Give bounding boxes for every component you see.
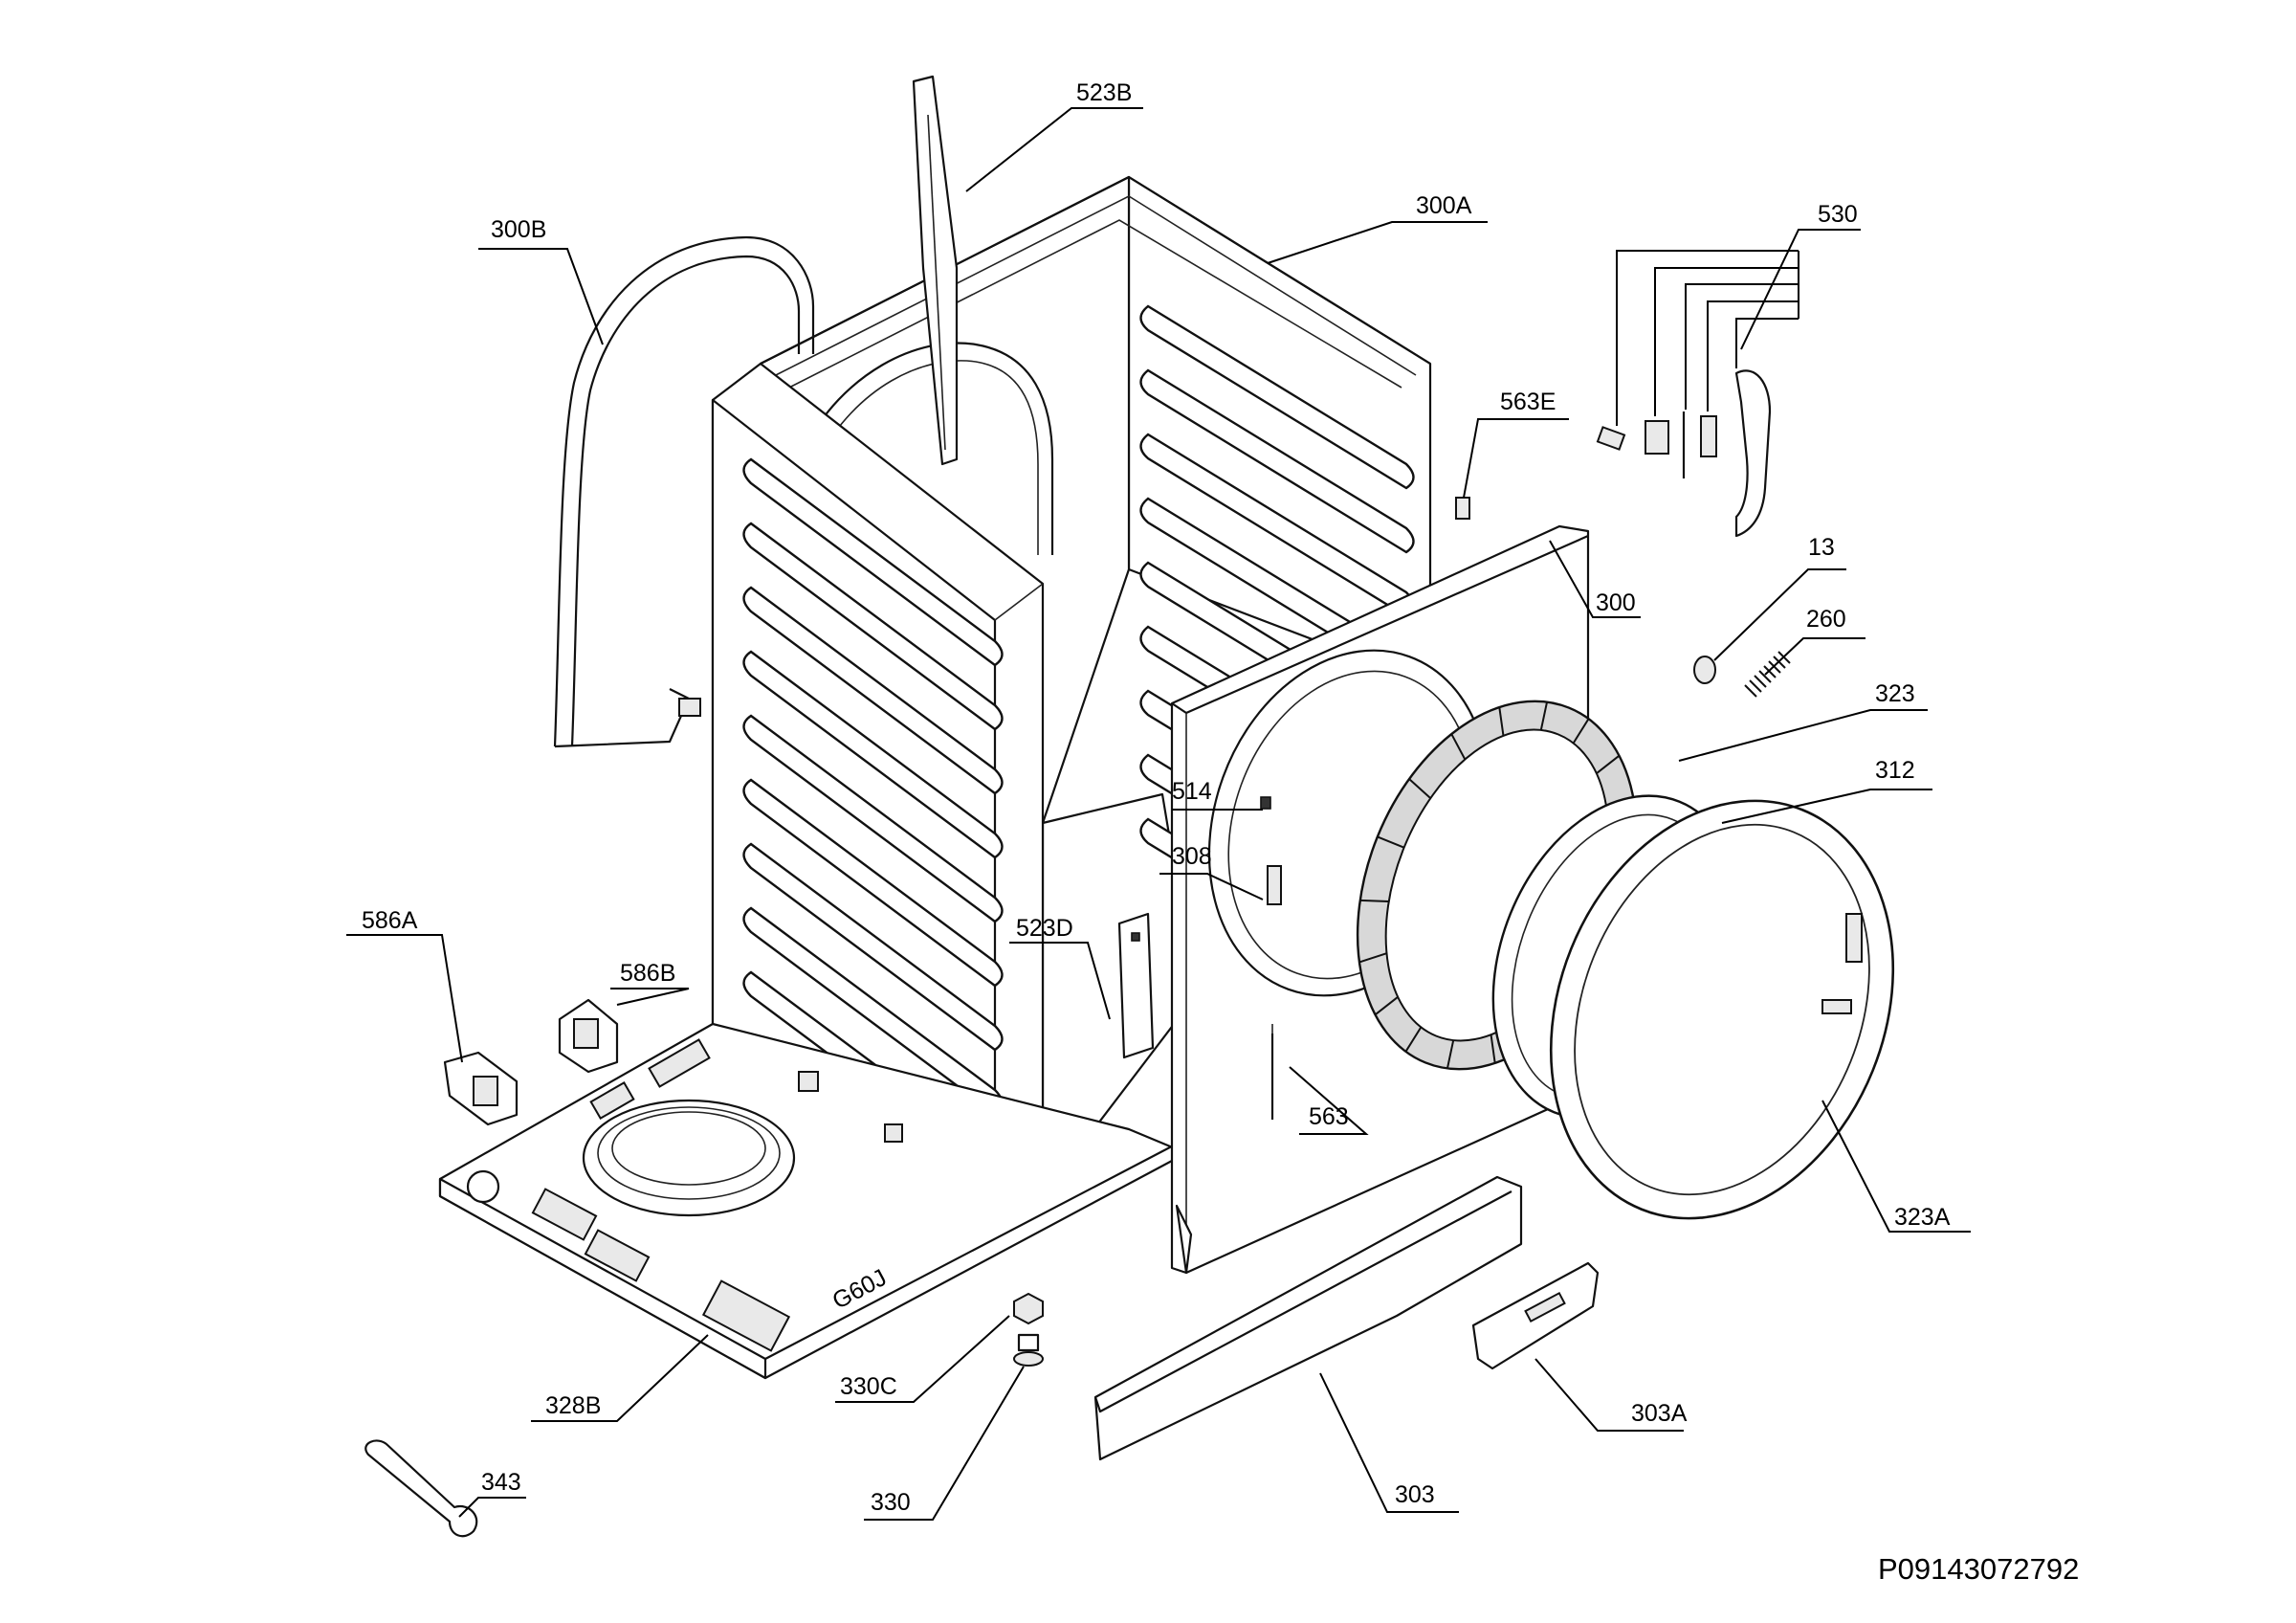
part-label-586B: 586B — [620, 960, 675, 987]
frame-spoke — [1596, 754, 1621, 774]
panel-rib — [1139, 368, 1415, 554]
part-label-563: 563 — [1309, 1103, 1349, 1130]
part-label-308: 308 — [1172, 843, 1212, 870]
part-label-586A: 586A — [362, 907, 418, 934]
panel-rib — [742, 650, 1004, 859]
frame-spoke — [1359, 899, 1389, 902]
frame-spoke — [1450, 733, 1467, 761]
frame-spoke — [1446, 1039, 1455, 1069]
door-outer-drawing — [1549, 799, 1895, 1220]
spring-coil — [1768, 660, 1781, 674]
part-label-260: 260 — [1806, 606, 1846, 633]
part-label-303A: 303A — [1631, 1400, 1688, 1427]
part-label-300B: 300B — [491, 216, 546, 243]
parts-small-drawing — [364, 75, 1791, 1538]
left-side-panel-drawing — [711, 362, 1045, 1241]
frame-spoke — [1572, 718, 1590, 745]
part-label-323: 323 — [1875, 680, 1915, 707]
spring-coil — [1763, 665, 1777, 678]
part-label-563E: 563E — [1500, 389, 1556, 415]
panel-rib — [1139, 304, 1415, 490]
frame-spoke — [1539, 701, 1549, 731]
frame-spoke — [1498, 706, 1505, 736]
frame-spoke — [1404, 1026, 1423, 1053]
panel-rib — [742, 778, 1004, 988]
part-label-328B: 328B — [545, 1392, 601, 1419]
spring-coil — [1758, 670, 1772, 683]
leader-lines — [346, 107, 1971, 1521]
part-label-530: 530 — [1818, 201, 1858, 228]
frame-spoke — [1374, 996, 1399, 1016]
part-label-323A: 323A — [1894, 1204, 1951, 1231]
drawing-reference-code: P09143072792 — [1878, 1552, 2079, 1586]
spring-coil — [1749, 679, 1762, 693]
part-label-303: 303 — [1395, 1481, 1435, 1508]
part-label-330: 330 — [871, 1489, 911, 1516]
panel-rib — [742, 714, 1004, 923]
part-label-343: 343 — [481, 1469, 521, 1496]
spring-coil — [1754, 675, 1767, 688]
part-label-514: 514 — [1172, 778, 1212, 805]
panel-rib — [742, 522, 1004, 731]
part-label-13: 13 — [1808, 534, 1835, 561]
part-label-330C: 330C — [840, 1373, 897, 1400]
part-label-312: 312 — [1875, 757, 1915, 784]
panel-rib — [742, 457, 1004, 667]
frame-spoke — [1490, 1034, 1496, 1064]
part-labels: 523B 300A 300B 530 563E 300 13 260 323 3… — [362, 79, 1951, 1516]
part-label-523D: 523D — [1016, 915, 1073, 942]
frame-spoke — [1408, 778, 1431, 799]
frame-spoke — [1377, 835, 1405, 849]
frame-spoke — [1358, 952, 1387, 964]
part-label-300: 300 — [1596, 589, 1636, 616]
base-drawing: G60J — [438, 1022, 1188, 1380]
panel-rib — [742, 842, 1004, 1052]
spring-coil — [1744, 684, 1757, 698]
panel-rib — [742, 586, 1004, 795]
part-label-300A: 300A — [1416, 192, 1472, 219]
part-label-523B: 523B — [1076, 79, 1132, 106]
